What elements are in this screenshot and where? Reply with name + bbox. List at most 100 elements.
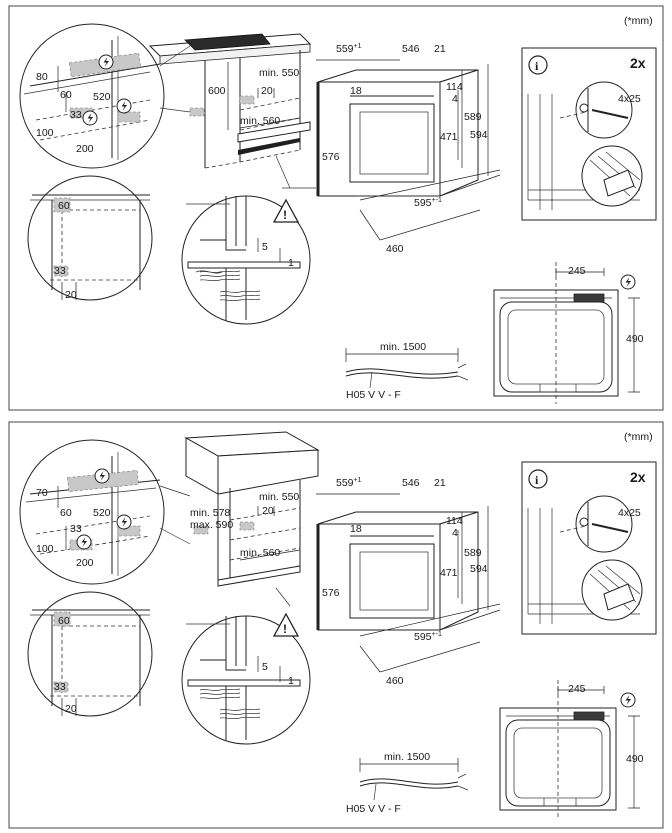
b-oven-dim-576: 576: [322, 587, 340, 599]
cable-min: min. 1500: [380, 341, 426, 353]
b-screw-fixing-box: i 2x 4x25: [521, 461, 657, 635]
b-cable-min: min. 1500: [384, 751, 430, 763]
front-dim-490: 490: [626, 333, 644, 345]
oven-dim-576: 576: [322, 151, 340, 163]
top-panel: 600 min. 550 20 min. 560 80 60 520 3: [19, 23, 657, 404]
info-icon: [528, 55, 548, 75]
dim-20: 20: [261, 85, 273, 97]
b-dim-min578: min. 578: [190, 507, 230, 519]
b-circle-dim-100: 100: [36, 543, 54, 555]
circle-dim-520: 520: [93, 91, 111, 103]
b-oven-dim-594: 594: [470, 563, 488, 575]
b-gap-dim-5: 5: [262, 661, 268, 673]
oven-dim-546: 546: [402, 43, 420, 55]
oven-dim-471: 471: [440, 131, 458, 143]
b-dim-min560: min. 560: [240, 547, 280, 559]
front-dim-245: 245: [568, 265, 586, 277]
b-power-cable: [359, 758, 469, 801]
b-circle-dim-70: 70: [36, 487, 48, 499]
bottom-panel-frame: [8, 421, 664, 829]
b-oven-dim-21: 21: [434, 477, 446, 489]
dim-min560: min. 560: [240, 115, 280, 127]
b-detail-dim-33: 33: [54, 681, 66, 693]
dim-600: 600: [208, 85, 226, 97]
oven-perspective: [316, 69, 501, 241]
screw-label: 4x25: [618, 93, 641, 105]
circle-dim-80: 80: [36, 71, 48, 83]
oven-dim-594: 594: [470, 129, 488, 141]
b-ventilation-detail-circle: [19, 439, 165, 585]
oven-dim-559: 559+1: [336, 43, 362, 55]
hob: [184, 33, 271, 51]
circle-dim-200: 200: [76, 143, 94, 155]
niche-cabinet: [189, 50, 311, 169]
b-oven-dim-589: 589: [464, 547, 482, 559]
b-oven-front-view: [499, 680, 640, 818]
countertop: [148, 33, 312, 65]
unit-note-bottom: (*mm): [624, 431, 653, 443]
b-detail-dim-20: 20: [65, 703, 77, 715]
b-oven-dim-546: 546: [402, 477, 420, 489]
b-cable-label: H05 V V - F: [346, 803, 401, 815]
b-oven-dim-595: 595+-1: [414, 631, 442, 643]
bottom-panel: min. 578 max. 590 min. 550 20 min. 560 7…: [19, 431, 657, 818]
circle-dim-100: 100: [36, 127, 54, 139]
b-detail-dim-60: 60: [58, 615, 70, 627]
gap-dim-5: 5: [262, 241, 268, 253]
detail-dim-20: 20: [65, 289, 77, 301]
svg-text:!: !: [283, 208, 287, 222]
top-panel-frame: [8, 5, 664, 411]
svg-text:i: i: [535, 59, 539, 73]
b-count-label: 2x: [630, 469, 646, 485]
oven-dim-18: 18: [350, 85, 362, 97]
b-oven-dim-4: 4: [452, 527, 458, 539]
oven-dim-595: 595+-1: [414, 197, 442, 209]
b-dim-max590: max. 590: [190, 519, 233, 531]
oven-dim-114: 114: [446, 81, 463, 93]
oven-dim-460: 460: [386, 243, 404, 255]
b-circle-dim-200: 200: [76, 557, 94, 569]
niche-floor-detail-circle: [27, 175, 153, 301]
dim-min550: min. 550: [259, 67, 299, 79]
warning-icon: !: [272, 198, 300, 223]
oven-dim-21: 21: [434, 43, 446, 55]
ventilation-detail-circle: [19, 23, 165, 169]
circle-dim-60: 60: [60, 89, 72, 101]
b-info-icon: [528, 469, 548, 489]
b-oven-dim-114: 114: [446, 515, 463, 527]
b-circle-dim-520: 520: [93, 507, 111, 519]
b-warning-gap-circle: [181, 615, 311, 745]
detail-dim-33: 33: [54, 265, 66, 277]
power-cable: [345, 348, 469, 389]
b-dim-20: 20: [262, 505, 274, 517]
b-screw-label: 4x25: [618, 507, 641, 519]
unit-note: (*mm): [624, 15, 653, 27]
b-circle-dim-33: 33: [70, 523, 82, 535]
b-oven-dim-559: 559+1: [336, 477, 362, 489]
oven-front-view: [493, 262, 640, 404]
oven-dim-589: 589: [464, 111, 482, 123]
b-niche-floor-detail-circle: [27, 591, 153, 717]
gap-dim-1: 1: [288, 257, 294, 269]
b-gap-dim-1: 1: [288, 675, 294, 687]
b-oven-perspective: [316, 511, 501, 673]
b-oven-dim-460: 460: [386, 675, 404, 687]
detail-dim-60: 60: [58, 200, 70, 212]
b-dim-min550: min. 550: [259, 491, 299, 503]
circle-dim-33: 33: [70, 109, 82, 121]
b-warning-icon: !: [272, 612, 300, 637]
warning-gap-circle: [181, 187, 316, 325]
svg-text:i: i: [535, 473, 539, 487]
oven-dim-4: 4: [452, 93, 458, 105]
b-front-dim-245: 245: [568, 683, 586, 695]
cable-label: H05 V V - F: [346, 389, 401, 401]
count-label: 2x: [630, 55, 646, 71]
screw-fixing-box: i 2x 4x25: [521, 47, 657, 221]
b-front-dim-490: 490: [626, 753, 644, 765]
svg-text:!: !: [283, 622, 287, 636]
b-circle-dim-60: 60: [60, 507, 72, 519]
b-oven-dim-471: 471: [440, 567, 458, 579]
tall-cabinet: [184, 431, 320, 587]
b-oven-dim-18: 18: [350, 523, 362, 535]
